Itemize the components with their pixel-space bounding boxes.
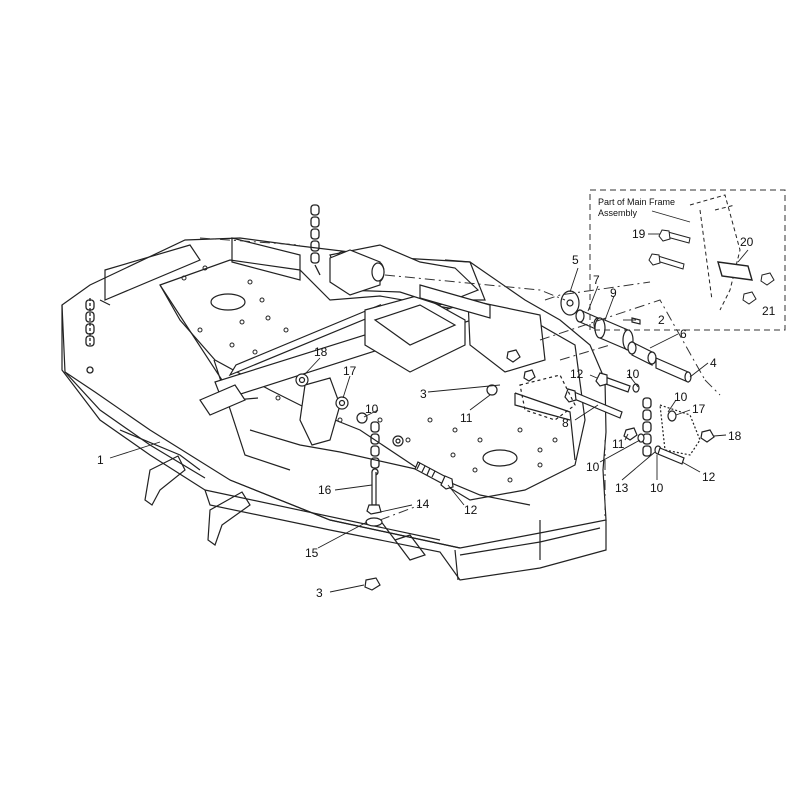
callout-11a: 11 [460, 411, 473, 425]
adjust-rod [372, 472, 376, 505]
callout-10d: 10 [586, 460, 600, 474]
callout-12b: 12 [464, 503, 478, 517]
callout-3a: 3 [420, 387, 427, 401]
inset-bolt-19 [667, 232, 690, 243]
nut-11-center [507, 350, 520, 362]
chain-center [371, 422, 379, 475]
deck-mount-rail-back [380, 520, 425, 560]
callout-7: 7 [593, 273, 600, 287]
callout-4: 4 [710, 356, 717, 370]
callout-17a: 17 [343, 364, 357, 378]
callout-3b: 3 [316, 586, 323, 600]
washer-10-right-upper [633, 384, 639, 392]
spindle-hole-right [483, 450, 517, 466]
deck-housing [62, 238, 606, 580]
center-bolt-and-rod [365, 462, 453, 590]
callout-11b: 11 [612, 437, 625, 451]
callout-9: 9 [610, 286, 617, 300]
bolt-12-right-lower [658, 448, 684, 464]
right-hardware [487, 350, 714, 464]
spacer-stack [561, 291, 691, 382]
deck-holes [182, 266, 557, 482]
deck-skirt-lower [65, 372, 460, 548]
spindle-hole-left [211, 294, 245, 310]
callout-13: 13 [615, 481, 629, 495]
deck-skirt [62, 305, 606, 580]
callout-19: 19 [632, 227, 646, 241]
lift-bar-end-plate [468, 300, 545, 372]
callout-16: 16 [318, 483, 332, 497]
callout-12c: 12 [702, 470, 716, 484]
callout-17b: 17 [692, 402, 706, 416]
right-bracket-plate [660, 405, 700, 455]
washer-17-right [668, 411, 676, 421]
deck-baffle-center [250, 430, 530, 505]
left-bracket-plate [300, 378, 340, 445]
callout-6: 6 [680, 327, 687, 341]
nut-11-right [624, 428, 637, 440]
lift-center-channel-inner [375, 305, 455, 345]
nut-3-mid [524, 370, 535, 381]
deck-mount-rail-front [145, 456, 185, 505]
deck-inner-plate [160, 260, 585, 500]
lift-side-arm [200, 385, 245, 415]
long-bolt-8 [572, 392, 622, 418]
rear-bracket-tube [330, 250, 384, 295]
callout-20: 20 [740, 235, 754, 249]
callout-10b: 10 [626, 367, 640, 381]
phantom-lines [200, 238, 720, 520]
inset-nut-21a [761, 273, 774, 285]
callout-1: 1 [97, 453, 104, 467]
inset-main-frame: Part of Main Frame Assembly [590, 190, 785, 330]
inset-frame [590, 190, 785, 330]
inset-title-line1: Part of Main Frame [598, 197, 675, 207]
callout-10c: 10 [674, 390, 688, 404]
chain-right [643, 398, 651, 456]
deck-mount-rail-front-2 [208, 492, 250, 545]
washer-11-mid [487, 385, 497, 395]
deck-rear-channel [232, 238, 300, 280]
deck-right-side [455, 520, 540, 580]
callout-12a: 12 [570, 367, 584, 381]
callout-18a: 18 [314, 345, 328, 359]
callouts: 1 2 3 3 4 5 6 7 8 9 10 10 10 10 10 11 11… [97, 227, 776, 600]
washer-10-left [357, 413, 367, 423]
deck-rear-lip [100, 245, 200, 305]
callout-5: 5 [572, 253, 579, 267]
inset-bolt-lower [657, 256, 684, 269]
chain-left [86, 298, 94, 373]
inset-plate-20 [718, 262, 752, 280]
callout-15: 15 [305, 546, 319, 560]
callout-14: 14 [416, 497, 430, 511]
washer-15 [366, 518, 382, 526]
callout-8: 8 [562, 416, 569, 430]
pin-4 [656, 358, 688, 382]
callout-10a: 10 [365, 402, 379, 416]
callout-2: 2 [658, 313, 665, 327]
chain-rear [311, 205, 320, 275]
left-bracket-assembly [296, 374, 403, 446]
nut-18-right [701, 430, 714, 442]
leader-lines [110, 234, 748, 592]
lift-bar-upper [230, 305, 380, 375]
inset-nut-21b [743, 292, 756, 304]
callout-10e: 10 [650, 481, 664, 495]
nut-3-bottom [365, 578, 380, 590]
grease-fitting-2 [632, 318, 640, 324]
nut-14 [367, 505, 381, 514]
callout-18b: 18 [728, 429, 742, 443]
callout-21: 21 [762, 304, 776, 318]
deck-baffle-right [515, 393, 575, 460]
inset-title-line2: Assembly [598, 208, 638, 218]
inset-frame-rail [690, 195, 740, 310]
